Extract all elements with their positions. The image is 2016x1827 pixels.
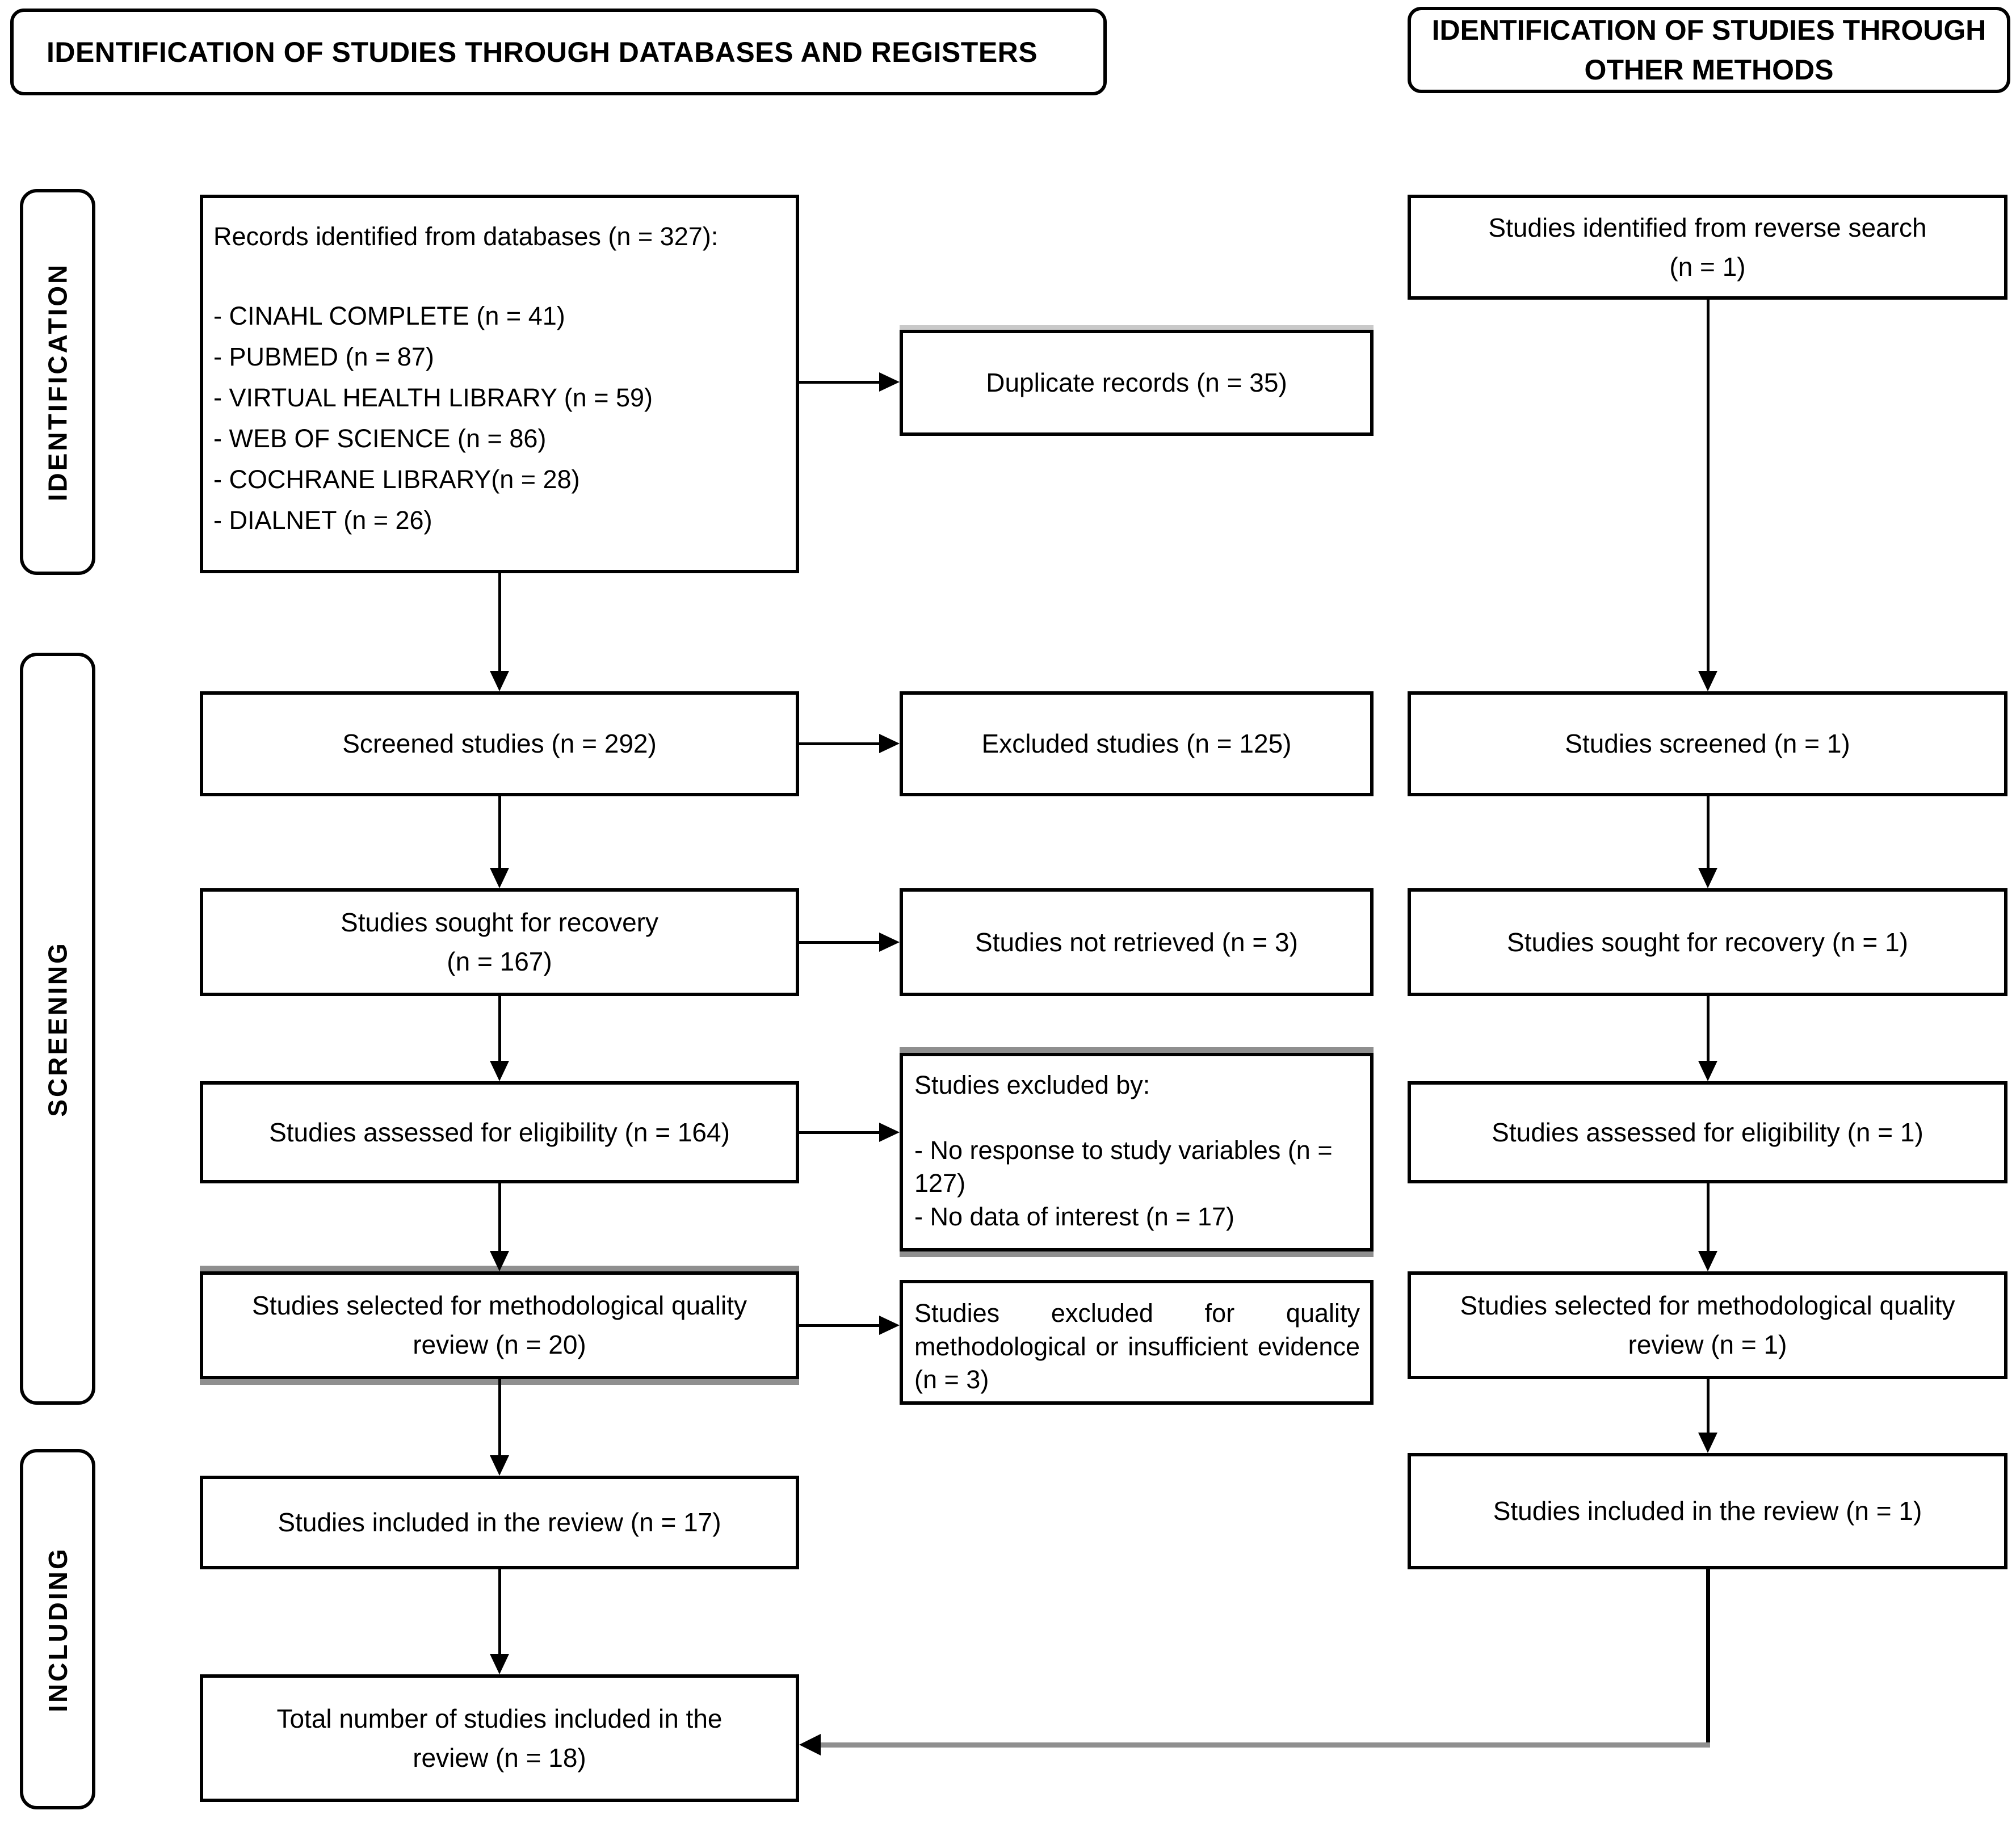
arrow-included-to-total [498, 1569, 501, 1655]
arrowhead-down-icon [490, 1455, 509, 1476]
records-item-cochrane: - COCHRANE LIBRARY(n = 28) [213, 465, 580, 494]
right-sought-label: Studies sought for recovery (n = 1) [1507, 927, 1908, 957]
flow-box-records-identified: Records identified from databases (n = 3… [200, 195, 799, 573]
reverse-search-line2: (n = 1) [1669, 251, 1746, 282]
arrowhead-down-icon [1698, 671, 1717, 691]
arrowhead-down-icon [1698, 1251, 1717, 1271]
flow-box-studies-sought: Studies sought for recovery (n = 167) [200, 888, 799, 996]
header-other-methods-line2: OTHER METHODS [1584, 54, 1834, 86]
arrow-records-to-screened [498, 573, 501, 672]
records-item-dialnet: - DIALNET (n = 26) [213, 506, 432, 535]
header-databases-registers: IDENTIFICATION OF STUDIES THROUGH DATABA… [10, 9, 1107, 95]
arrowhead-down-icon [1698, 868, 1717, 888]
arrowhead-down-icon [490, 1654, 509, 1674]
flow-box-reverse-search: Studies identified from reverse search (… [1408, 195, 2007, 300]
total-included-line2: review (n = 18) [413, 1742, 586, 1773]
records-item-vhl: - VIRTUAL HEALTH LIBRARY (n = 59) [213, 383, 653, 412]
arrow-screened-to-excluded [799, 742, 880, 745]
flow-box-excluded-by: Studies excluded by: - No response to st… [900, 1053, 1374, 1251]
stage-identification-label: IDENTIFICATION [43, 262, 73, 502]
studies-sought-line2: (n = 167) [447, 947, 552, 976]
arrowhead-down-icon [490, 1061, 509, 1081]
arrow-selected-to-excludedquality [799, 1324, 880, 1327]
flow-box-excluded-studies: Excluded studies (n = 125) [900, 691, 1374, 796]
header-other-methods: IDENTIFICATION OF STUDIES THROUGH OTHER … [1408, 7, 2010, 93]
header-databases-registers-label: IDENTIFICATION OF STUDIES THROUGH DATABA… [47, 36, 1038, 68]
flow-box-studies-assessed: Studies assessed for eligibility (n = 16… [200, 1081, 799, 1183]
excluded-by-item2: - No data of interest (n = 17) [914, 1202, 1235, 1231]
screened-studies-label: Screened studies (n = 292) [342, 729, 657, 758]
arrow-assessed-to-selected [498, 1183, 501, 1252]
records-title: Records identified from databases (n = 3… [213, 222, 719, 251]
total-included-line1: Total number of studies included in the [276, 1703, 723, 1733]
arrow-rscreened-to-rsought [1707, 796, 1710, 869]
arrowhead-right-icon [879, 372, 900, 392]
studies-selected-line1: Studies selected for methodological qual… [252, 1291, 747, 1320]
studies-selected-line2: review (n = 20) [413, 1330, 586, 1359]
right-selected-line1: Studies selected for methodological qual… [1460, 1291, 1955, 1320]
studies-included-label: Studies included in the review (n = 17) [278, 1507, 721, 1537]
arrowhead-right-icon [879, 933, 900, 952]
flow-box-right-assessed: Studies assessed for eligibility (n = 1) [1408, 1081, 2007, 1183]
flow-box-right-selected: Studies selected for methodological qual… [1408, 1271, 2007, 1379]
arrow-selected-to-included [498, 1379, 501, 1456]
records-item-wos: - WEB OF SCIENCE (n = 86) [213, 424, 547, 453]
flow-box-right-included: Studies included in the review (n = 1) [1408, 1453, 2007, 1569]
arrow-records-to-duplicates [799, 381, 880, 384]
stage-identification: IDENTIFICATION [20, 189, 95, 575]
records-item-cinahl: - CINAHL COMPLETE (n = 41) [213, 301, 565, 330]
arrowhead-down-icon [490, 868, 509, 888]
flow-box-right-screened: Studies screened (n = 1) [1408, 691, 2007, 796]
flow-box-studies-selected: Studies selected for methodological qual… [200, 1271, 799, 1379]
stage-screening: SCREENING [20, 653, 95, 1405]
arrow-reverse-to-rscreened [1707, 300, 1710, 672]
arrow-rselected-to-rincluded [1707, 1379, 1710, 1434]
arrowhead-down-icon [1698, 1433, 1717, 1453]
arrowhead-down-icon [490, 671, 509, 691]
right-included-label: Studies included in the review (n = 1) [1493, 1496, 1922, 1526]
reverse-search-line1: Studies identified from reverse search [1488, 212, 1927, 242]
excluded-quality-label: Studies excluded for quality methodologi… [914, 1299, 1360, 1394]
excluded-by-title: Studies excluded by: [914, 1070, 1150, 1099]
stage-including: INCLUDING [20, 1449, 95, 1809]
arrowhead-left-icon [799, 1734, 821, 1755]
excluded-by-item1: - No response to study variables (n = 12… [914, 1135, 1333, 1198]
connector-rincluded-to-total-line [820, 1742, 1710, 1748]
studies-assessed-label: Studies assessed for eligibility (n = 16… [269, 1117, 730, 1147]
arrowhead-right-icon [879, 734, 900, 753]
excluded-studies-label: Excluded studies (n = 125) [981, 729, 1292, 758]
not-retrieved-label: Studies not retrieved (n = 3) [975, 927, 1298, 957]
arrow-screened-to-sought [498, 796, 501, 869]
flow-box-excluded-quality: Studies excluded for quality methodologi… [900, 1280, 1374, 1405]
arrowhead-right-icon [879, 1316, 900, 1335]
header-other-methods-line1: IDENTIFICATION OF STUDIES THROUGH [1431, 14, 1986, 46]
right-assessed-label: Studies assessed for eligibility (n = 1) [1492, 1117, 1923, 1147]
arrow-rassessed-to-rselected [1707, 1183, 1710, 1252]
flow-box-not-retrieved: Studies not retrieved (n = 3) [900, 888, 1374, 996]
arrowhead-right-icon [879, 1123, 900, 1142]
arrow-assessed-to-excludedby [799, 1131, 880, 1134]
flow-box-screened-studies: Screened studies (n = 292) [200, 691, 799, 796]
connector-rincluded-down-line [1706, 1569, 1710, 1747]
flow-box-total-included: Total number of studies included in the … [200, 1674, 799, 1802]
duplicate-records-label: Duplicate records (n = 35) [986, 368, 1287, 397]
right-selected-line2: review (n = 1) [1628, 1330, 1787, 1359]
arrow-sought-to-notretrieved [799, 941, 880, 944]
stage-screening-label: SCREENING [43, 940, 73, 1117]
flow-box-duplicate-records: Duplicate records (n = 35) [900, 330, 1374, 436]
records-item-pubmed: - PUBMED (n = 87) [213, 342, 434, 371]
flow-box-right-sought: Studies sought for recovery (n = 1) [1408, 888, 2007, 996]
right-screened-label: Studies screened (n = 1) [1565, 729, 1850, 758]
arrowhead-down-icon [1698, 1061, 1717, 1081]
studies-sought-line1: Studies sought for recovery [341, 908, 658, 937]
arrow-sought-to-assessed [498, 996, 501, 1062]
flow-box-studies-included: Studies included in the review (n = 17) [200, 1476, 799, 1569]
stage-including-label: INCLUDING [43, 1546, 73, 1712]
arrow-rsought-to-rassessed [1707, 996, 1710, 1062]
arrowhead-down-icon [490, 1251, 509, 1271]
